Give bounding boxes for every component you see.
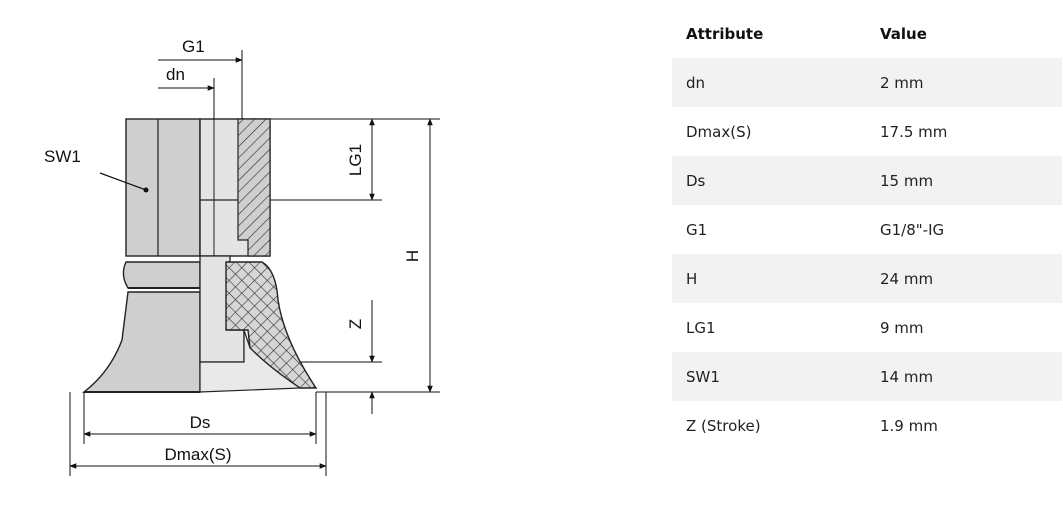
- row-attribute: LG1: [686, 318, 716, 337]
- label-sw1: SW1: [44, 147, 81, 166]
- table-row: G1 G1/8"-IG: [672, 205, 1062, 254]
- label-g1: G1: [182, 37, 205, 56]
- row-value: 9 mm: [880, 318, 924, 337]
- row-value: G1/8"-IG: [880, 220, 945, 239]
- table-header-row: Attribute Value: [672, 9, 1062, 58]
- table-row: Ds 15 mm: [672, 156, 1062, 205]
- label-dn: dn: [166, 65, 185, 84]
- table-row: H 24 mm: [672, 254, 1062, 303]
- row-value: 15 mm: [866, 156, 1062, 205]
- technical-drawing-svg: G1 dn SW1 LG1 H Z Ds Dmax(S): [44, 37, 440, 476]
- row-attribute: dn: [672, 58, 866, 107]
- suction-cup-drawing: G1 dn SW1 LG1 H Z Ds Dmax(S): [0, 0, 520, 508]
- fitting-section: [199, 118, 271, 257]
- label-z: Z: [346, 319, 365, 329]
- row-attribute: H: [672, 254, 866, 303]
- row-attribute: G1: [686, 220, 708, 239]
- cup-collar: [122, 261, 201, 289]
- cup-section: [199, 255, 318, 393]
- hex-fitting: [125, 118, 201, 257]
- row-value: 1.9 mm: [880, 416, 938, 435]
- table-row: SW1 14 mm: [672, 352, 1062, 401]
- header-attribute: Attribute: [686, 24, 764, 43]
- table-row: Dmax(S) 17.5 mm: [672, 107, 1062, 156]
- row-attribute: SW1: [672, 352, 866, 401]
- label-dmax: Dmax(S): [164, 445, 231, 464]
- label-lg1: LG1: [346, 144, 365, 176]
- table-row: Z (Stroke) 1.9 mm: [672, 401, 1062, 450]
- row-value: 2 mm: [866, 58, 1062, 107]
- row-value: 14 mm: [866, 352, 1062, 401]
- table-row: LG1 9 mm: [672, 303, 1062, 352]
- row-value: 17.5 mm: [880, 122, 948, 141]
- sw1-leader-dot: [143, 187, 149, 193]
- sw1-leader: [99, 172, 147, 191]
- row-value: 24 mm: [866, 254, 1062, 303]
- cup-lip-outer: [81, 291, 201, 393]
- label-h: H: [403, 250, 422, 262]
- label-ds: Ds: [190, 413, 211, 432]
- row-attribute: Z (Stroke): [686, 416, 761, 435]
- row-attribute: Ds: [672, 156, 866, 205]
- row-attribute: Dmax(S): [686, 122, 752, 141]
- header-value: Value: [880, 24, 927, 43]
- specification-table: Attribute Value dn 2 mm Dmax(S) 17.5 mm …: [672, 9, 1062, 450]
- table-row: dn 2 mm: [672, 58, 1062, 107]
